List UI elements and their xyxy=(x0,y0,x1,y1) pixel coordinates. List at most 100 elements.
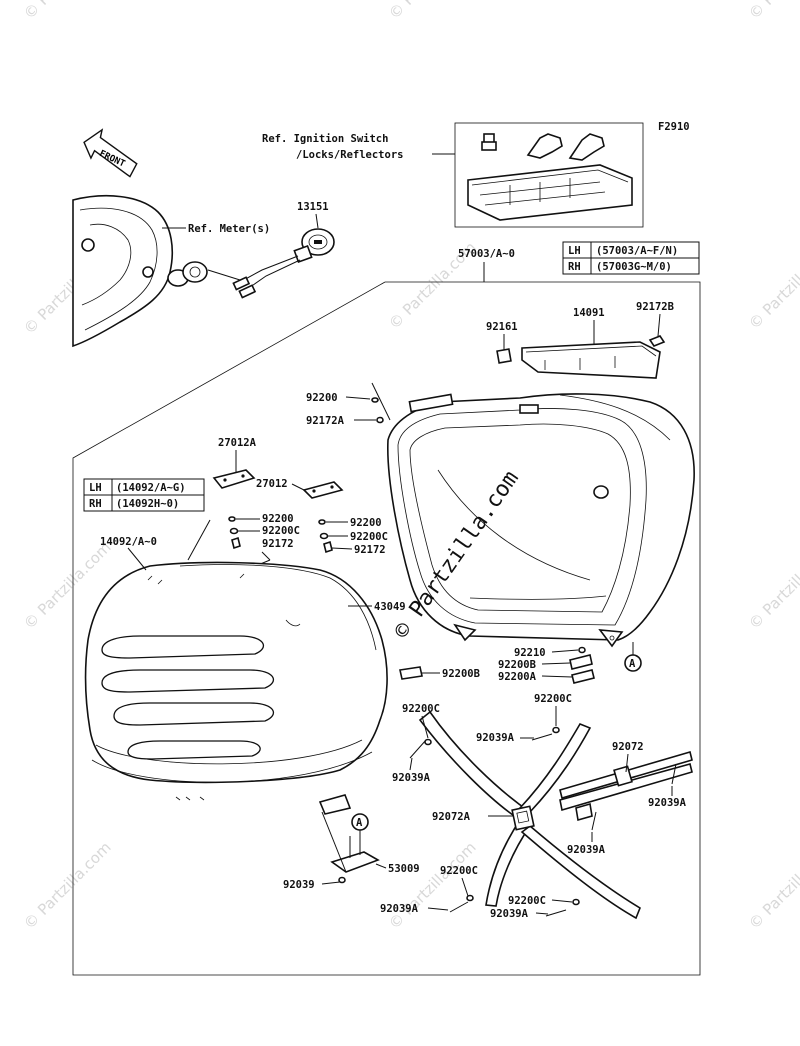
watermark: © Partzilla.com xyxy=(745,0,800,23)
ignition-ref-box xyxy=(454,122,644,228)
leader-line xyxy=(551,649,579,653)
part-92210: 92210 xyxy=(514,647,546,659)
part-92039A: 92039A xyxy=(392,772,431,784)
part-92200: 92200 xyxy=(262,513,294,525)
part-57003: 57003/A~0 xyxy=(458,248,515,260)
part-92072: 92072 xyxy=(612,741,644,753)
ref-ignition-switch-label: Ref. Ignition Switch xyxy=(262,133,388,145)
part-92200C: 92200C xyxy=(262,525,300,537)
table-left-side: LH xyxy=(89,482,102,494)
leader-line xyxy=(321,881,341,885)
part-27012A: 27012A xyxy=(218,437,257,449)
leader-line xyxy=(541,675,573,678)
leader-line xyxy=(461,877,469,897)
part-27012: 27012 xyxy=(256,478,288,490)
hinge-bracket-14091 xyxy=(496,335,666,379)
fastener-pair-top xyxy=(371,382,391,424)
fastener-stack-left xyxy=(228,516,241,550)
leader-line xyxy=(261,551,271,561)
part-92200B: 92200B xyxy=(498,659,536,671)
leader-line xyxy=(551,899,573,903)
part-53009: 53009 xyxy=(388,863,420,875)
table-right-side: LH xyxy=(568,245,581,257)
watermark: © Partzilla.com xyxy=(745,238,800,333)
hinge-plate-27012A xyxy=(212,469,256,489)
part-92039A: 92039A xyxy=(567,844,606,856)
leader-line xyxy=(127,547,147,571)
part-92200C: 92200C xyxy=(534,693,572,705)
part-14092: 14092/A~0 xyxy=(100,536,157,548)
right-saddlebag-57003 xyxy=(387,393,695,648)
part-92200C: 92200C xyxy=(350,531,388,543)
keys-and-locks xyxy=(467,133,633,221)
meter-housing xyxy=(72,195,208,348)
screw-92172B xyxy=(648,335,666,347)
part-92200C: 92200C xyxy=(508,895,546,907)
leader-line xyxy=(375,863,387,869)
bolts-92039A xyxy=(409,726,677,917)
part-92172B: 92172B xyxy=(636,301,674,313)
ref-meter-label: Ref. Meter(s) xyxy=(188,223,270,235)
part-14091: 14091 xyxy=(573,307,605,319)
front-arrow: FRONT xyxy=(83,128,138,178)
assembly-boundary xyxy=(72,281,701,976)
fastener-stack-right xyxy=(318,519,333,554)
watermark: © Partzilla.com xyxy=(20,0,115,23)
strap-92072A xyxy=(418,710,641,920)
watermark: © Partzilla.com xyxy=(20,838,115,933)
hinge-plate-27012 xyxy=(302,481,344,499)
leader-line xyxy=(535,912,549,915)
figure-code: F2910 xyxy=(658,121,690,133)
table-right-part: (57003G~M/0) xyxy=(596,261,672,273)
callout-marker-a: A xyxy=(356,817,363,829)
watermark: © Partzilla.com xyxy=(385,838,480,933)
part-92039: 92039 xyxy=(283,879,315,891)
part-92039A: 92039A xyxy=(380,903,419,915)
watermark: © Partzilla.com xyxy=(385,0,480,23)
bracket-53009 xyxy=(321,811,380,884)
variant-table-right: LH (57003/A~F/N) RH (57003G~M/0) xyxy=(562,241,700,275)
part-92200: 92200 xyxy=(350,517,382,529)
ref-locks-reflectors-label: /Locks/Reflectors xyxy=(296,149,403,161)
watermark: © Partzilla.com xyxy=(745,838,800,933)
leader-line xyxy=(541,662,571,665)
table-left-part: (14092/A~G) xyxy=(116,482,186,494)
plate-92200B xyxy=(399,666,423,680)
nut-92161 xyxy=(496,348,512,364)
part-92200: 92200 xyxy=(306,392,338,404)
variant-table-left: LH (14092/A~G) RH (14092H~0) xyxy=(83,478,205,512)
left-saddlebag-lid-14092 xyxy=(84,561,388,815)
callout-a-left: A xyxy=(351,813,369,846)
part-92039A: 92039A xyxy=(490,908,529,920)
leader-line xyxy=(345,396,371,400)
part-92072A: 92072A xyxy=(432,811,471,823)
part-92172: 92172 xyxy=(354,544,386,556)
part-43049: 43049 xyxy=(374,601,406,613)
table-right-side: RH xyxy=(568,261,581,273)
leader-line xyxy=(291,483,305,491)
leader-line xyxy=(409,757,413,771)
leader-line xyxy=(331,547,353,550)
table-left-part: (14092H~0) xyxy=(116,498,179,510)
leader-line xyxy=(421,715,429,739)
part-92200B: 92200B xyxy=(442,668,480,680)
callout-a-right: A xyxy=(624,642,642,672)
part-92161: 92161 xyxy=(486,321,518,333)
strap-92072 xyxy=(559,750,693,822)
part-92172A: 92172A xyxy=(306,415,345,427)
part-92200C: 92200C xyxy=(402,703,440,715)
part-92039A: 92039A xyxy=(476,732,515,744)
leader-line xyxy=(315,213,319,229)
leader-line xyxy=(427,907,449,911)
callout-marker-a: A xyxy=(629,658,636,670)
leader-line xyxy=(625,753,629,773)
table-left-side: RH xyxy=(89,498,102,510)
part-92172: 92172 xyxy=(262,538,294,550)
table-right-part: (57003/A~F/N) xyxy=(596,245,678,257)
watermark: © Partzilla.com xyxy=(745,538,800,633)
part-13151: 13151 xyxy=(297,201,329,213)
right-bag-bottom-hardware xyxy=(569,646,595,684)
leader-line xyxy=(657,313,661,337)
leader-line xyxy=(187,519,211,561)
